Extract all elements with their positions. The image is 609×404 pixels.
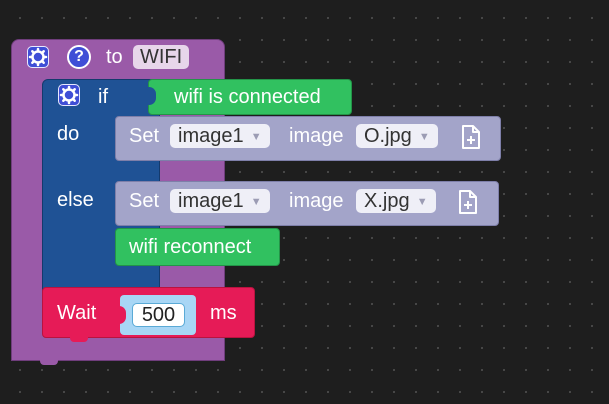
value-dropdown[interactable]: O.jpg ▼ <box>356 124 438 148</box>
wait-label: Wait <box>57 302 97 324</box>
condition-text: wifi is connected <box>174 86 321 108</box>
condition-block[interactable] <box>148 79 352 115</box>
set-label: Set <box>129 190 160 212</box>
component-value: image1 <box>178 190 244 212</box>
wifi-reconnect-label: wifi reconnect <box>129 236 252 258</box>
dropdown-caret-icon: ▼ <box>416 196 428 208</box>
if-label: if <box>98 86 108 108</box>
value-text: O.jpg <box>364 125 412 147</box>
condition-plug <box>146 87 156 105</box>
dropdown-caret-icon: ▼ <box>250 196 262 208</box>
file-add-icon[interactable] <box>457 189 479 215</box>
number-socket-plug <box>117 306 126 324</box>
gear-icon <box>59 85 79 105</box>
procedure-keyword: to <box>106 46 123 68</box>
do-label: do <box>57 123 80 145</box>
procedure-bottom-tab <box>40 359 58 365</box>
wait-duration-input[interactable]: 500 <box>132 303 185 327</box>
component-dropdown[interactable]: image1 ▼ <box>170 124 270 148</box>
dropdown-caret-icon: ▼ <box>418 131 430 143</box>
gear-icon <box>28 47 48 67</box>
if-gear-icon[interactable] <box>58 84 80 106</box>
component-value: image1 <box>178 125 244 147</box>
file-add-icon[interactable] <box>460 124 482 150</box>
value-text: X.jpg <box>364 190 410 212</box>
property-label: image <box>289 190 344 212</box>
dropdown-caret-icon: ▼ <box>250 131 262 143</box>
wifi-reconnect-block[interactable] <box>115 228 280 266</box>
wait-unit-label: ms <box>210 302 237 324</box>
procedure-name-field[interactable]: WIFI <box>133 45 190 69</box>
procedure-gear-icon[interactable] <box>27 46 49 68</box>
component-dropdown[interactable]: image1 ▼ <box>170 189 270 213</box>
value-dropdown[interactable]: X.jpg ▼ <box>356 189 436 213</box>
help-icon[interactable]: ? <box>67 45 91 69</box>
else-label: else <box>57 189 94 211</box>
set-label: Set <box>129 125 160 147</box>
wait-bottom-tab <box>70 336 88 342</box>
property-label: image <box>289 125 344 147</box>
